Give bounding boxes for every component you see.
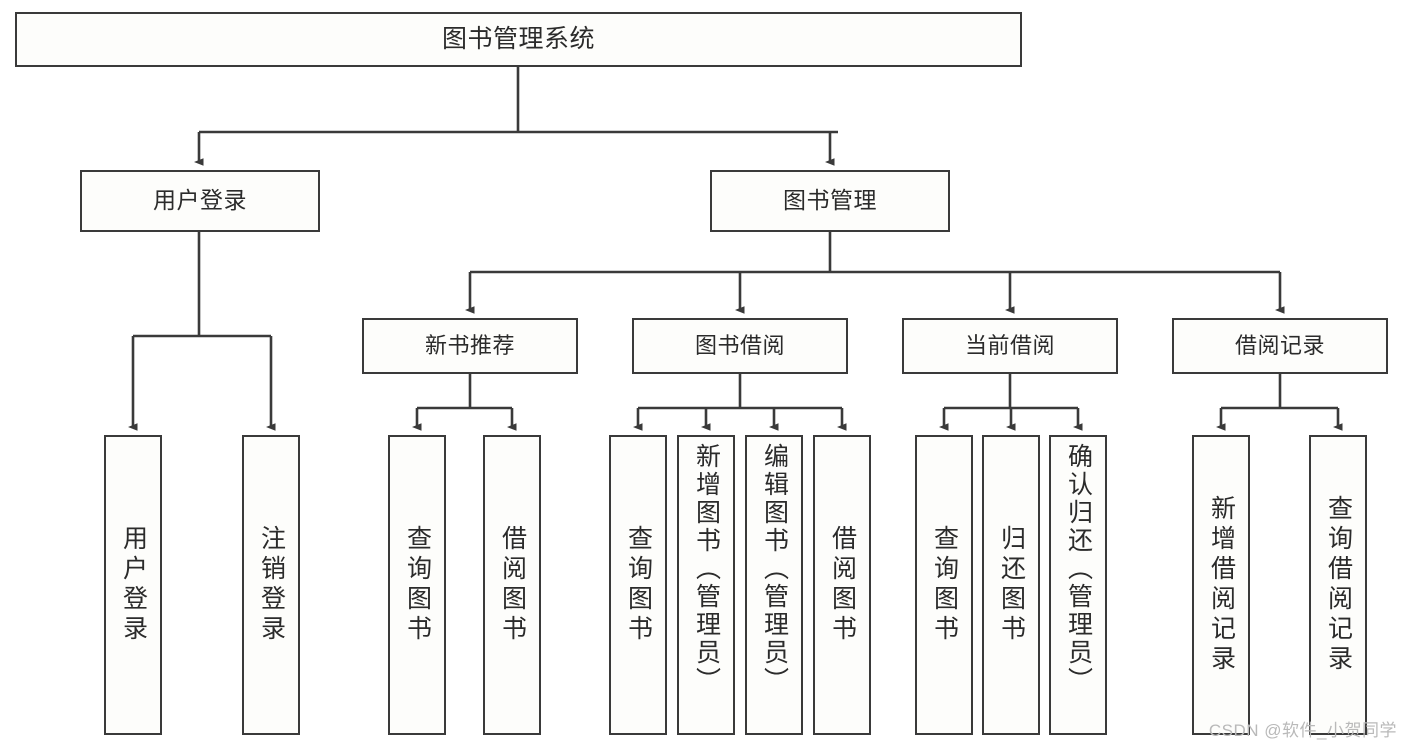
node-label: 新增图书（管理员）	[692, 443, 721, 695]
node-book-management[interactable]: 图书管理	[710, 170, 950, 232]
node-book-borrow[interactable]: 图书借阅	[632, 318, 848, 374]
leaf-add-book-admin[interactable]: 新增图书（管理员）	[677, 435, 735, 735]
node-label: 图书管理系统	[441, 24, 595, 53]
leaf-query-book-recommend[interactable]: 查询图书	[388, 435, 446, 735]
node-label: 借阅图书	[498, 525, 527, 645]
node-label: 查询图书	[403, 525, 432, 645]
node-label: 归还图书	[997, 525, 1026, 645]
node-label: 编辑图书（管理员）	[760, 443, 789, 695]
node-label: 新书推荐	[424, 333, 515, 359]
node-label: 查询借阅记录	[1324, 495, 1353, 675]
node-label: 借阅记录	[1234, 333, 1325, 359]
node-label: 用户登录	[119, 525, 148, 645]
node-current-borrow[interactable]: 当前借阅	[902, 318, 1118, 374]
node-label: 查询图书	[624, 525, 653, 645]
node-label: 确认归还（管理员）	[1064, 443, 1093, 695]
leaf-user-logout[interactable]: 注销登录	[242, 435, 300, 735]
node-label: 用户登录	[153, 187, 247, 214]
leaf-edit-book-admin[interactable]: 编辑图书（管理员）	[745, 435, 803, 735]
node-label: 借阅图书	[828, 525, 857, 645]
node-label: 图书借阅	[694, 333, 785, 359]
node-label: 注销登录	[257, 525, 286, 645]
node-user-login[interactable]: 用户登录	[80, 170, 320, 232]
node-new-book-recommend[interactable]: 新书推荐	[362, 318, 578, 374]
node-label: 当前借阅	[964, 333, 1055, 359]
node-label: 查询图书	[930, 525, 959, 645]
leaf-query-book-borrow[interactable]: 查询图书	[609, 435, 667, 735]
leaf-query-borrow-record[interactable]: 查询借阅记录	[1309, 435, 1367, 735]
leaf-user-login[interactable]: 用户登录	[104, 435, 162, 735]
leaf-borrow-book[interactable]: 借阅图书	[813, 435, 871, 735]
leaf-borrow-book-recommend[interactable]: 借阅图书	[483, 435, 541, 735]
leaf-query-book-current[interactable]: 查询图书	[915, 435, 973, 735]
leaf-return-book[interactable]: 归还图书	[982, 435, 1040, 735]
node-label: 新增借阅记录	[1207, 495, 1236, 675]
node-borrow-record[interactable]: 借阅记录	[1172, 318, 1388, 374]
csdn-watermark: CSDN @软件_小贺同学	[1208, 721, 1397, 740]
leaf-add-borrow-record[interactable]: 新增借阅记录	[1192, 435, 1250, 735]
leaf-confirm-return-admin[interactable]: 确认归还（管理员）	[1049, 435, 1107, 735]
node-label: 图书管理	[783, 187, 877, 214]
node-root-system[interactable]: 图书管理系统	[15, 12, 1022, 67]
